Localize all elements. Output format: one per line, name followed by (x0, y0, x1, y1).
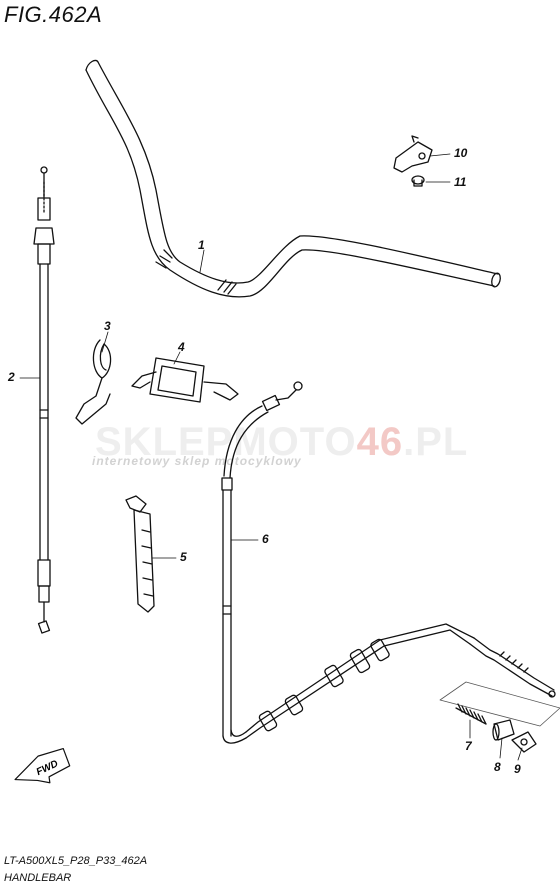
throttle-cable-part (33, 166, 55, 634)
callout-10: 10 (454, 146, 468, 160)
callout-3: 3 (104, 319, 111, 333)
watermark-tagline: internetowy sklep motocyklowy (92, 454, 302, 468)
callout-2: 2 (8, 370, 15, 384)
leader-lines (19, 153, 523, 761)
spring-clip-part (75, 339, 112, 425)
sleeve-part (492, 719, 515, 741)
bolt-part (411, 175, 425, 187)
section-name: HANDLEBAR (4, 872, 72, 884)
callout-11: 11 (454, 175, 467, 189)
callout-8: 8 (494, 760, 501, 774)
watermark-brand-accent: 46 (356, 420, 404, 464)
brake-cable-part (221, 381, 556, 744)
callout-1: 1 (198, 238, 205, 252)
callout-4: 4 (178, 340, 185, 354)
callout-7: 7 (465, 739, 472, 753)
bracket-part (131, 357, 239, 403)
clamp-part (393, 135, 433, 173)
adjuster-part (511, 731, 537, 753)
cable-tie-part (125, 495, 155, 613)
callout-9: 9 (514, 762, 521, 776)
watermark-brand-main: SKLEPMOTO (95, 420, 357, 464)
watermark-brand-suffix: .PL (403, 420, 469, 464)
callout-6: 6 (262, 532, 269, 546)
spring-part (455, 703, 487, 725)
callout-5: 5 (180, 550, 187, 564)
fwd-arrow-icon (14, 747, 71, 784)
handlebar-part (85, 59, 501, 298)
figure-title: FIG.462A (4, 2, 103, 27)
watermark-brand: SKLEPMOTO46.PL (95, 420, 468, 465)
model-code: LT-A500XL5_P28_P33_462A (4, 855, 148, 867)
